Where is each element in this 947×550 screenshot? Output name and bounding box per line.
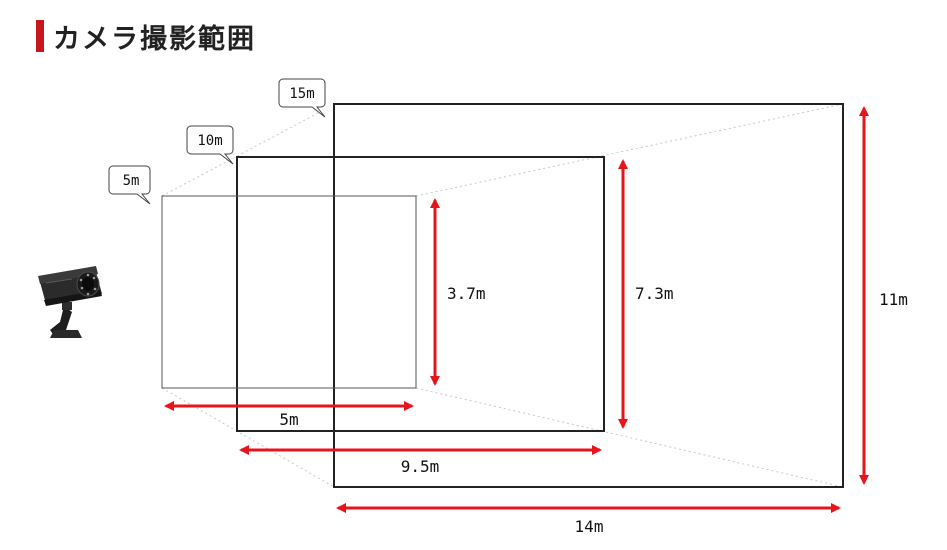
- range-frame-15m: [333, 103, 844, 488]
- width-label-5m: 5m: [279, 410, 298, 429]
- perspective-guides: [161, 103, 844, 488]
- distance-label-10m: 10m: [197, 133, 222, 149]
- height-label-15m: 11m: [879, 290, 908, 309]
- guide-line-upper-right: [415, 103, 844, 197]
- width-label-10m: 9.5m: [401, 457, 440, 476]
- guide-line-lower-right: [415, 387, 844, 488]
- distance-label-5m: 5m: [123, 173, 140, 189]
- distance-label-15m: 15m: [289, 86, 314, 102]
- distance-bubble-10m: 10m: [186, 125, 234, 165]
- guide-line-bottom: [161, 387, 335, 488]
- height-label-10m: 7.3m: [635, 284, 674, 303]
- page-title: カメラ撮影範囲: [36, 14, 256, 58]
- distance-bubble-15m: 15m: [278, 78, 326, 118]
- title-accent-bar: [36, 20, 44, 52]
- guide-line-top: [161, 111, 321, 197]
- height-label-5m: 3.7m: [447, 284, 486, 303]
- distance-bubble-5m: 5m: [108, 165, 151, 205]
- security-camera-icon: [38, 266, 102, 338]
- range-frame-5m: [161, 195, 417, 389]
- title-text: カメラ撮影範囲: [53, 23, 256, 55]
- width-label-15m: 14m: [575, 517, 604, 536]
- range-frame-10m: [236, 156, 605, 432]
